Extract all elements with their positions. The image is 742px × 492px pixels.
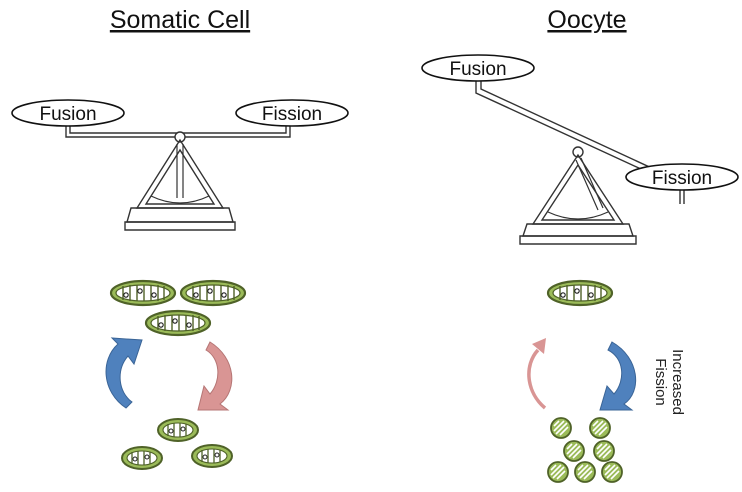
mitochondrion-icon bbox=[563, 440, 585, 462]
mitochondrion-icon bbox=[550, 417, 572, 439]
somatic-fusion-pan bbox=[11, 99, 125, 127]
fusion-cycle-arrow-icon bbox=[105, 337, 143, 409]
mitochondrion-icon bbox=[191, 444, 233, 468]
mitochondrion-icon bbox=[601, 461, 623, 483]
fission-label: Fission bbox=[652, 358, 669, 406]
oocyte-fission-label: Fission bbox=[652, 168, 712, 189]
mitochondrion-icon bbox=[589, 417, 611, 439]
fission-cycle-arrow-icon bbox=[197, 341, 233, 411]
weak-fusion-arrow-icon bbox=[527, 348, 547, 410]
mitochondrion-icon bbox=[157, 418, 199, 442]
oocyte-balance-scale-icon: Fusion Fission bbox=[421, 54, 739, 245]
somatic-balance-scale-icon: Fusion Fission bbox=[11, 99, 349, 231]
increased-label: Increased bbox=[669, 349, 686, 415]
oocyte-fusion-pan bbox=[421, 54, 535, 82]
somatic-fission-label: Fission bbox=[262, 104, 322, 125]
mitochondrion-icon bbox=[546, 279, 614, 307]
mitochondrion-icon bbox=[121, 446, 163, 470]
weak-fusion-arrowhead-icon bbox=[532, 338, 546, 354]
mitochondrion-icon bbox=[179, 279, 247, 307]
mitochondrion-icon bbox=[574, 461, 596, 483]
mitochondrion-icon bbox=[593, 440, 615, 462]
mitochondrion-icon bbox=[547, 461, 569, 483]
somatic-fusion-label: Fusion bbox=[39, 104, 96, 125]
somatic-fission-pan bbox=[235, 99, 349, 127]
oocyte-fusion-label: Fusion bbox=[449, 59, 506, 80]
mitochondrion-icon bbox=[144, 309, 212, 337]
mitochondrion-icon bbox=[109, 279, 177, 307]
increased-fission-arrow-icon bbox=[599, 341, 637, 411]
oocyte-title: Oocyte bbox=[547, 6, 626, 34]
somatic-title: Somatic Cell bbox=[110, 6, 250, 34]
oocyte-fission-pan bbox=[625, 163, 739, 191]
